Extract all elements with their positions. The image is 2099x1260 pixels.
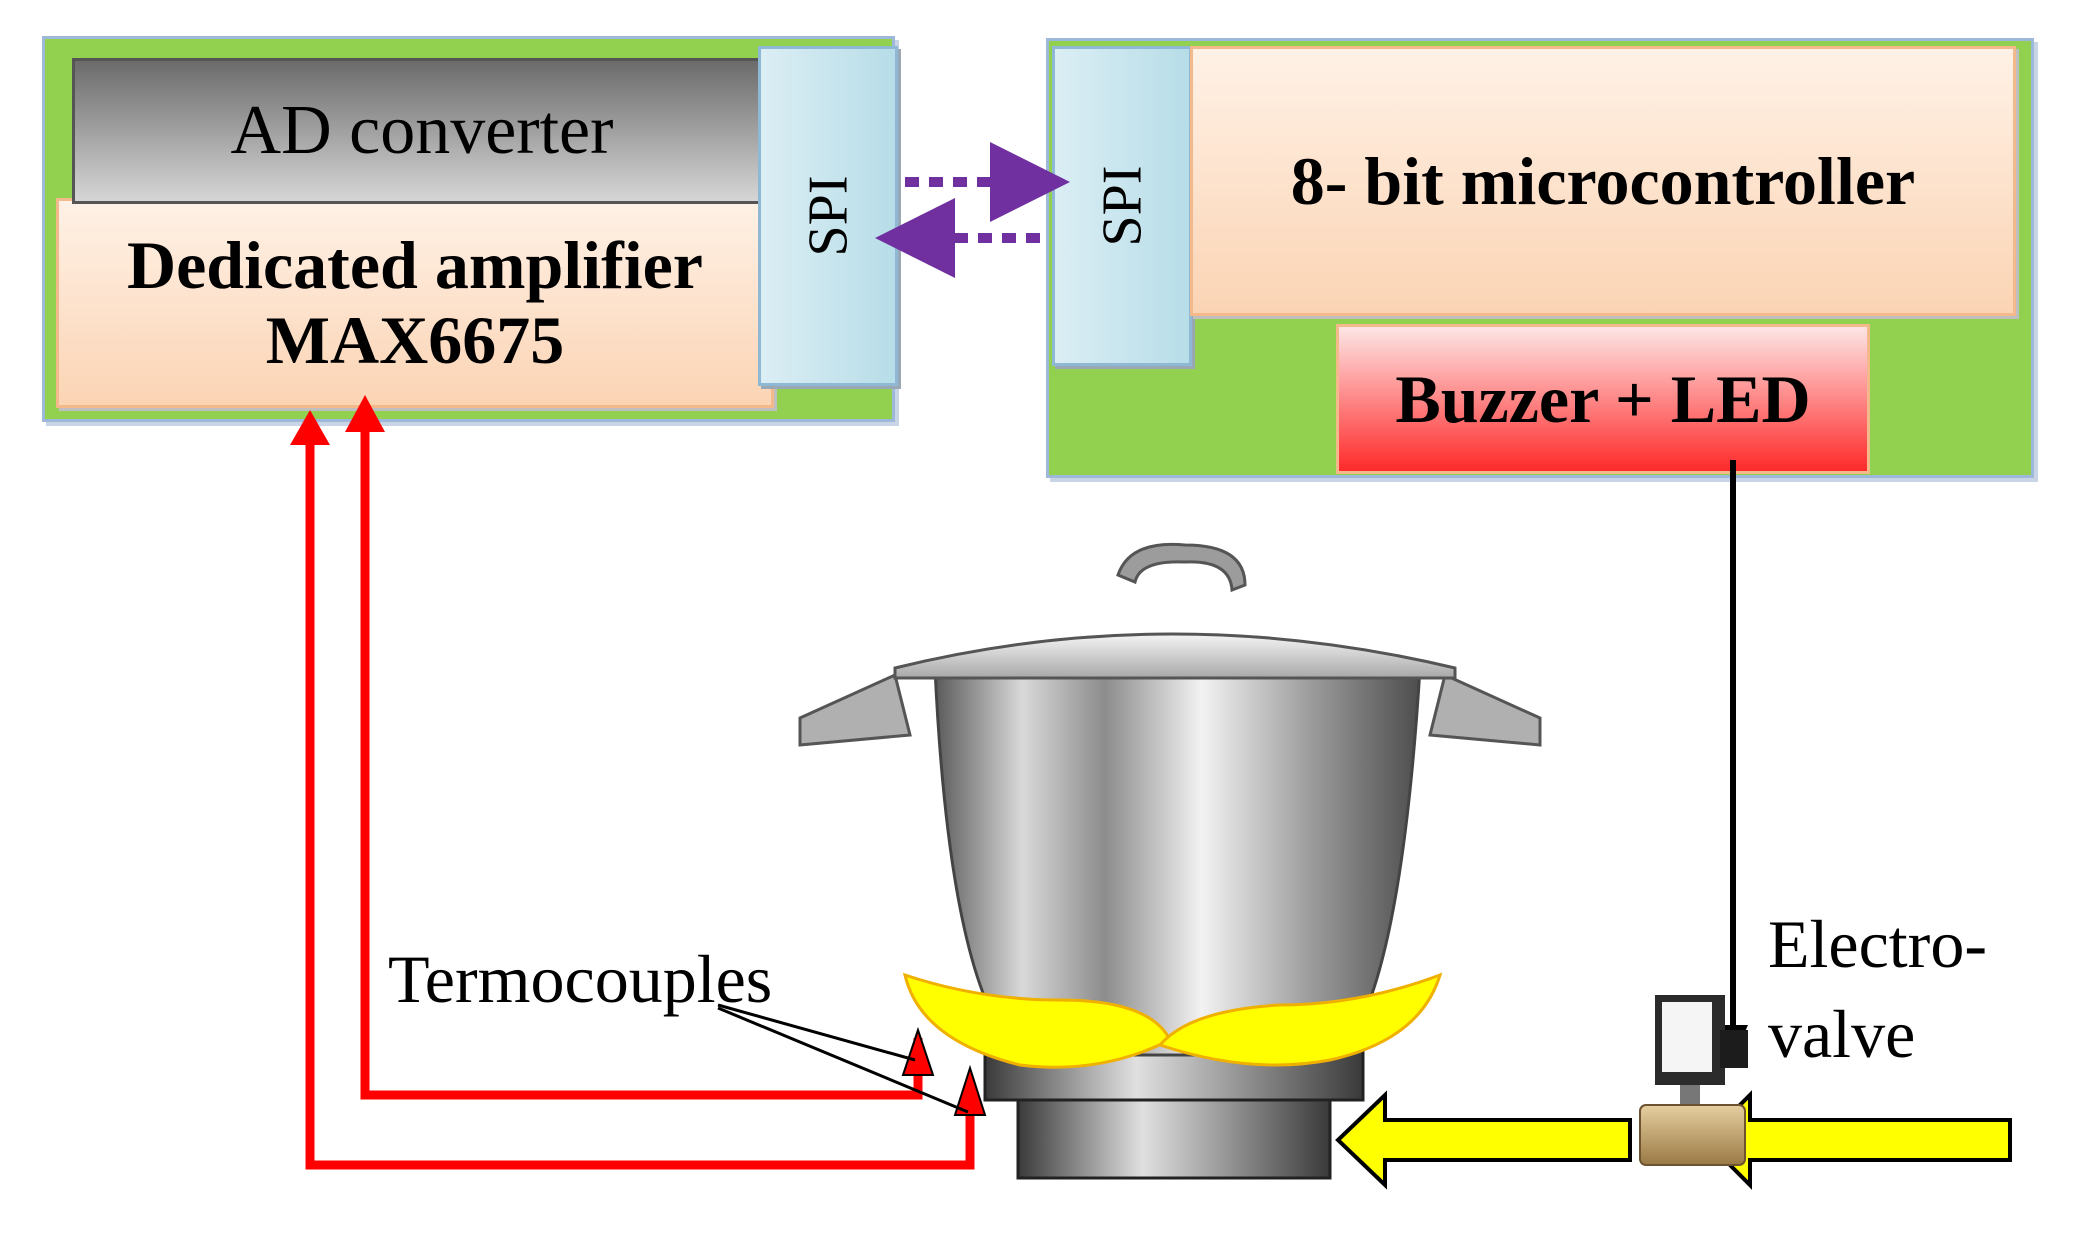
- gas-burner-icon: [983, 1048, 1365, 1180]
- gas-arrow-to-valve: [1702, 1090, 2012, 1190]
- ad-converter-block: AD converter: [72, 58, 772, 204]
- amplifier-model: MAX6675: [265, 302, 565, 378]
- gas-arrow-to-burner: [1335, 1090, 1632, 1190]
- thermocouple-wire-outer: [305, 425, 975, 1170]
- electrovalve-label-line1: Electro-: [1768, 906, 1987, 982]
- buzzer-led-block: Buzzer + LED: [1336, 324, 1870, 474]
- thermocouple-arrowhead-inner: [345, 395, 385, 432]
- spi-left-block: SPI: [758, 46, 898, 386]
- thermocouple-arrowhead-outer: [290, 410, 330, 445]
- thermocouples-label: Termocouples: [388, 941, 773, 1017]
- thermocouple-pointer-1: [717, 1003, 916, 1062]
- thermocouple-pointer-2: [717, 1006, 969, 1114]
- amplifier-block: Dedicated amplifier MAX6675: [56, 198, 774, 408]
- amplifier-title: Dedicated amplifier: [127, 227, 703, 304]
- electrovalve-icon: [1639, 995, 1748, 1166]
- microcontroller-block: 8- bit microcontroller: [1190, 46, 2016, 316]
- cooking-pot-icon: [798, 542, 1542, 1057]
- electrovalve-label-line2: valve: [1768, 996, 1916, 1072]
- thermocouple-sensor-2: [953, 1064, 987, 1116]
- thermocouple-wires: [305, 425, 975, 1170]
- thermocouple-sensor-1: [901, 1026, 935, 1076]
- flame-icon: [902, 972, 1443, 1069]
